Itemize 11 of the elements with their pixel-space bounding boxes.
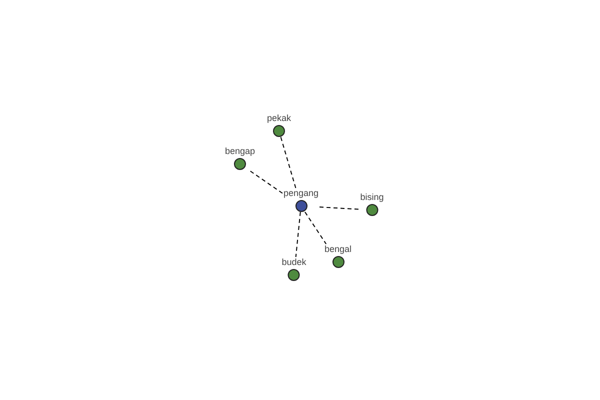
node-label: bengap xyxy=(224,146,256,156)
node-label: pengang xyxy=(282,188,320,198)
dashed-connector xyxy=(295,212,301,258)
dashed-connector xyxy=(280,136,296,188)
node-label: bising xyxy=(359,192,385,202)
node-label: pekak xyxy=(266,113,292,123)
dashed-connector xyxy=(319,206,360,210)
dashed-connector xyxy=(248,170,283,194)
node-label: bengal xyxy=(323,244,353,254)
node-label: budek xyxy=(280,257,308,267)
dashed-connector xyxy=(304,212,327,244)
